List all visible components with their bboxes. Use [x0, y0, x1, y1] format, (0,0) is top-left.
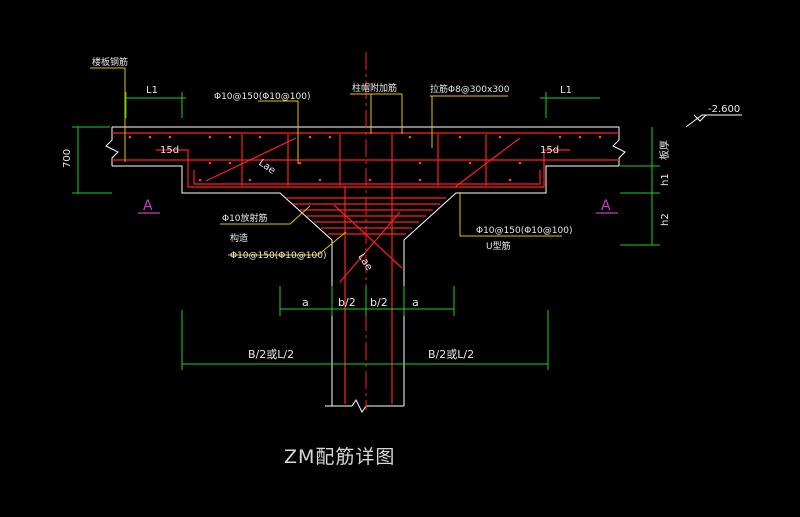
rebar-dots [128, 135, 602, 182]
h1-label: h1 [660, 173, 671, 186]
elevation-marker [685, 114, 742, 128]
drawing-title: ZM配筋详图 [284, 446, 395, 468]
stirrup-label: 构造 [230, 232, 248, 244]
height-700-label: 700 [62, 149, 73, 168]
dim-b-half-right: b/2 [370, 296, 388, 309]
slab-thickness-label: 板厚 [658, 140, 671, 160]
dim-B-right: B/2或L/2 [428, 348, 474, 361]
dim-b-half-left: b/2 [338, 296, 356, 309]
column-anchor-label: 柱帽附加筋 [352, 82, 397, 94]
leader-lines [90, 67, 562, 256]
anchor-15d-left: 15d [160, 145, 179, 156]
dim-a-right: a [412, 296, 419, 309]
l1-right-label: L1 [560, 85, 572, 96]
dim-a-left: a [302, 296, 309, 309]
top-rebar-label: Φ10@150(Φ10@100) [214, 92, 310, 102]
l1-left-label: L1 [146, 85, 158, 96]
anchor-15d-right: 15d [540, 145, 559, 156]
dimension-lines [72, 92, 660, 370]
h2-label: h2 [660, 213, 671, 226]
elevation-label: -2.600 [708, 104, 740, 115]
slope-spacing-label: Φ10@150(Φ10@100) [230, 251, 326, 261]
lae-lower-label: Lae [355, 252, 374, 273]
u-rebar-label: U型筋 [486, 240, 511, 252]
u-rebar-spacing-label: Φ10@150(Φ10@100) [476, 226, 572, 236]
section-a-right: A [601, 198, 611, 214]
tie-label: 拉筋Φ8@300x300 [430, 83, 510, 95]
slope-rebar-label: Φ10放射筋 [222, 212, 268, 224]
section-a-left: A [143, 198, 153, 214]
rebar-group [112, 132, 619, 404]
dim-B-left: B/2或L/2 [248, 348, 294, 361]
slab-rebar-label: 楼板钢筋 [92, 56, 128, 68]
